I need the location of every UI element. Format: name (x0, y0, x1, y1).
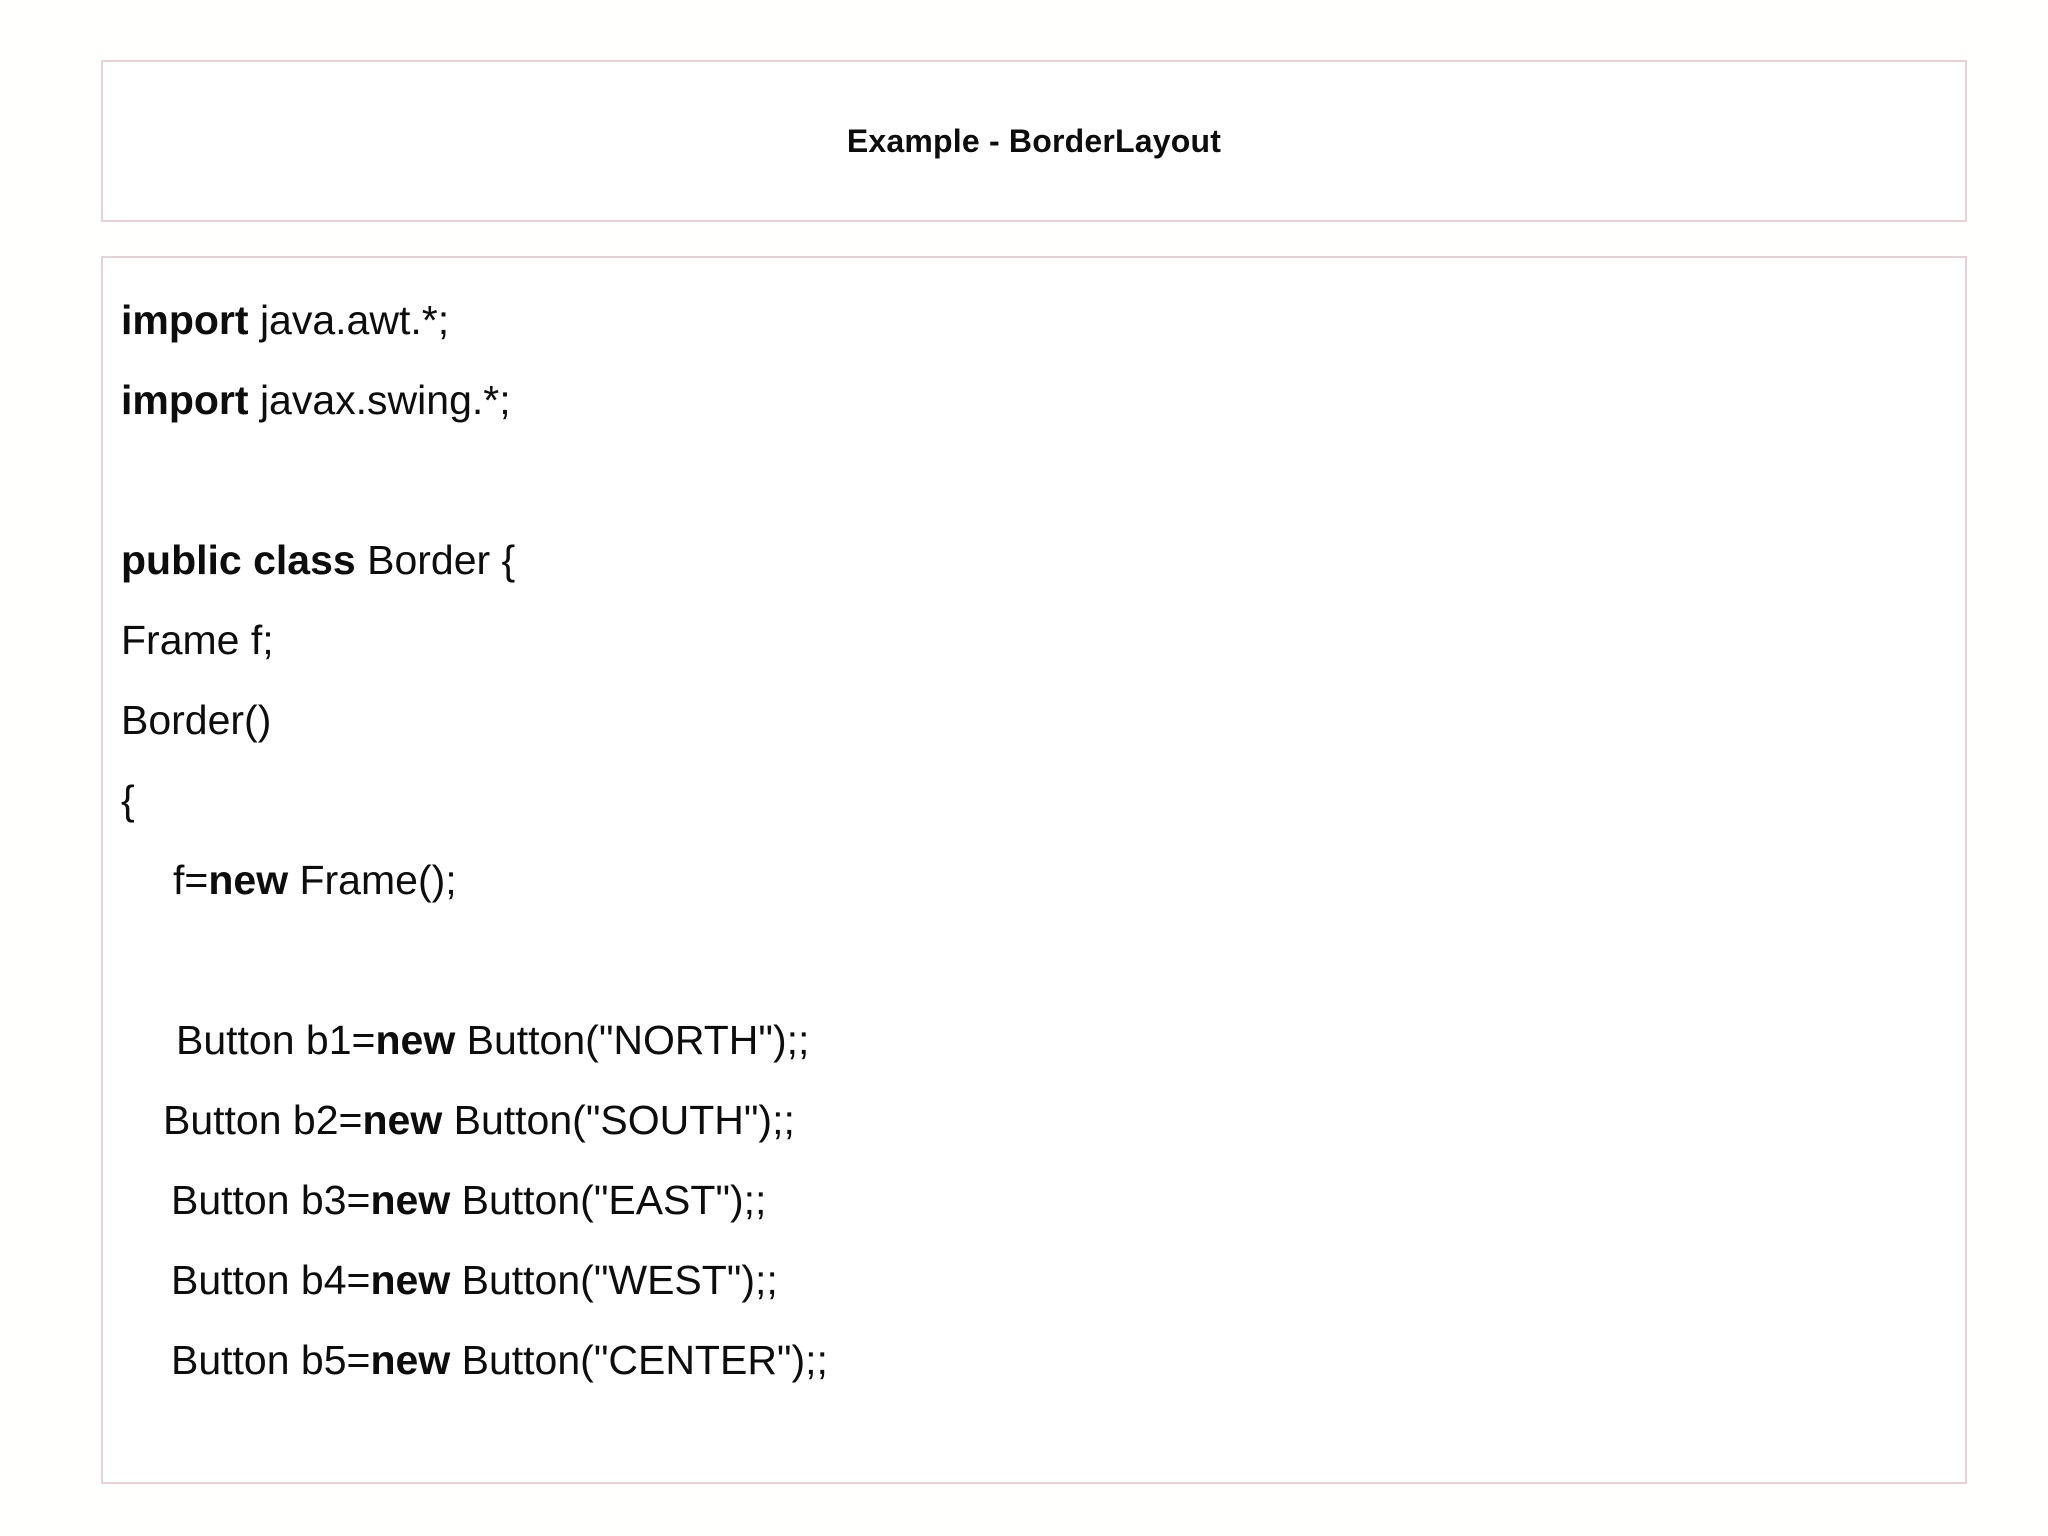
code-text: f= (173, 857, 209, 903)
code-text: Button b3= (171, 1177, 371, 1223)
code-line: Button b2=new Button("SOUTH");; (121, 1080, 1941, 1160)
code-line: public class Border { (121, 520, 1941, 600)
code-line: f=new Frame(); (121, 840, 1941, 920)
code-text: Frame(); (288, 857, 457, 903)
code-text: Border() (121, 697, 272, 743)
code-text: { (121, 777, 135, 823)
code-keyword: public class (121, 537, 356, 583)
code-text: Border { (355, 537, 516, 583)
code-text: Button("SOUTH");; (442, 1097, 795, 1143)
code-line: Frame f; (121, 600, 1941, 680)
code-line: { (121, 760, 1941, 840)
code-keyword: new (370, 1177, 451, 1223)
code-line: import javax.swing.*; (121, 360, 1941, 440)
code-text: javax.swing.*; (248, 377, 511, 423)
code-keyword: new (362, 1097, 443, 1143)
code-text: Button b2= (163, 1097, 363, 1143)
code-line: Border() (121, 680, 1941, 760)
code-line: Button b3=new Button("EAST");; (121, 1160, 1941, 1240)
code-keyword: new (370, 1257, 451, 1303)
code-line: Button b1=new Button("NORTH");; (121, 1000, 1941, 1080)
code-line: Button b5=new Button("CENTER");; (121, 1320, 1941, 1400)
code-placeholder[interactable]: import java.awt.*;import javax.swing.*; … (101, 256, 1967, 1484)
code-keyword: import (121, 377, 249, 423)
page-title: Example - BorderLayout (846, 122, 1222, 159)
code-text: Button("NORTH");; (455, 1017, 810, 1063)
code-text: Button b1= (176, 1017, 376, 1063)
code-text: Button("WEST");; (450, 1257, 778, 1303)
code-keyword: new (370, 1337, 451, 1383)
code-text: Button b4= (171, 1257, 371, 1303)
code-line: import java.awt.*; (121, 280, 1941, 360)
code-line-blank (121, 440, 1941, 520)
code-text: Button("CENTER");; (450, 1337, 828, 1383)
code-line-blank (121, 920, 1941, 1000)
code-text: Button b5= (171, 1337, 371, 1383)
code-block: import java.awt.*;import javax.swing.*; … (121, 280, 1941, 1400)
code-text: Button("EAST");; (450, 1177, 767, 1223)
code-text: java.awt.*; (248, 297, 450, 343)
code-keyword: new (208, 857, 289, 903)
code-keyword: new (375, 1017, 456, 1063)
code-text: Frame f; (121, 617, 274, 663)
code-line: Button b4=new Button("WEST");; (121, 1240, 1941, 1320)
title-placeholder[interactable]: Example - BorderLayout (101, 60, 1967, 222)
code-keyword: import (121, 297, 249, 343)
